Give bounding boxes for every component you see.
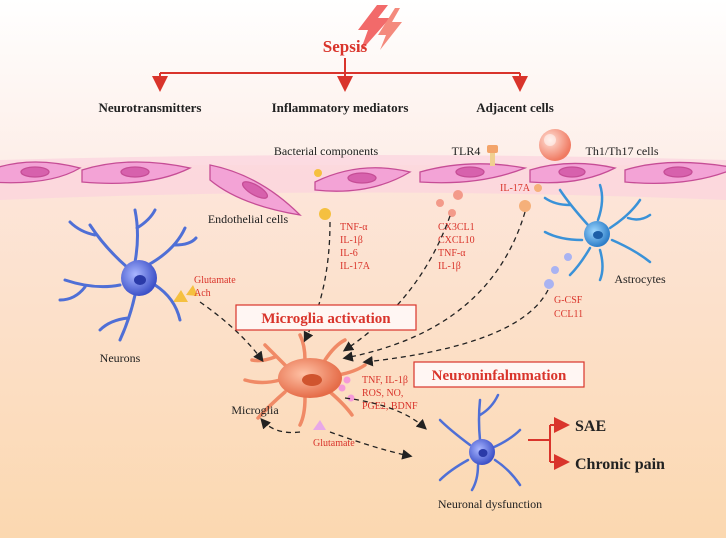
- branch-neurotransmitters: Neurotransmitters: [98, 100, 201, 115]
- label-neurons: Neurons: [100, 351, 141, 365]
- dysfunctional-neuron-icon: [438, 393, 522, 492]
- label-microglia-activation: Microglia activation: [261, 311, 391, 327]
- label-th-cells: Th1/Th17 cells: [586, 144, 659, 158]
- mediators-neuron: Glutamate Ach: [194, 275, 236, 299]
- svg-text:IL-1β: IL-1β: [438, 261, 461, 272]
- svg-text:IL-6: IL-6: [340, 248, 358, 259]
- th-cell-icon: [539, 129, 571, 161]
- mediators-bacterial: TNF-α IL-1β IL-6 IL-17A: [340, 222, 371, 272]
- label-il17a-th: IL-17A: [500, 183, 531, 194]
- mediator-particles: [173, 169, 572, 430]
- label-glutamate-loop: Glutamate: [313, 438, 355, 449]
- svg-text:G-CSF: G-CSF: [554, 295, 583, 306]
- svg-text:PGE2, BDNF: PGE2, BDNF: [362, 401, 418, 412]
- diagram-title: Sepsis: [323, 37, 368, 56]
- neuroinflammation-box: [413, 361, 585, 388]
- mediators-microglia-out: TNF, IL-1β ROS, NO, PGE2, BDNF: [362, 375, 418, 412]
- label-tlr4: TLR4: [452, 144, 481, 158]
- svg-text:TNF-α: TNF-α: [438, 248, 466, 259]
- svg-text:IL-1β: IL-1β: [340, 235, 363, 246]
- label-endothelial-cells: Endothelial cells: [208, 212, 289, 226]
- branch-lines: [152, 58, 528, 92]
- svg-text:CCL11: CCL11: [554, 309, 583, 320]
- microglia-icon: [243, 333, 367, 427]
- svg-text:ROS, NO,: ROS, NO,: [362, 388, 403, 399]
- neuron-icon: [58, 208, 198, 342]
- mediators-endothelial: CX3CL1 CXCL10 TNF-α IL-1β: [438, 222, 475, 272]
- microglia-activation-box: [235, 304, 417, 331]
- svg-text:CXCL10: CXCL10: [438, 235, 475, 246]
- mediators-astrocyte: G-CSF CCL11: [554, 295, 583, 320]
- lightning-icon: [358, 5, 402, 52]
- outcome-arrows: [528, 417, 570, 470]
- label-neuroinflammation: Neuroninfalmmation: [432, 368, 567, 384]
- label-neuronal-dysfunction: Neuronal dysfunction: [438, 497, 542, 511]
- branch-inflammatory-mediators: Inflammatory mediators: [272, 100, 409, 115]
- endothelial-cells: [0, 161, 726, 216]
- outcome-chronic-pain: Chronic pain: [575, 456, 665, 473]
- astrocyte-icon: [543, 183, 652, 282]
- label-bacterial-components: Bacterial components: [274, 144, 379, 158]
- label-microglia: Microglia: [231, 403, 279, 417]
- tlr4-receptor-icon: [487, 145, 498, 166]
- svg-text:IL-17A: IL-17A: [340, 261, 371, 272]
- svg-text:TNF, IL-1β: TNF, IL-1β: [362, 375, 408, 386]
- branch-adjacent-cells: Adjacent cells: [476, 100, 554, 115]
- svg-text:Glutamate: Glutamate: [194, 275, 236, 286]
- outcome-sae: SAE: [575, 418, 606, 435]
- svg-text:Ach: Ach: [194, 288, 211, 299]
- svg-text:CX3CL1: CX3CL1: [438, 222, 475, 233]
- label-astrocytes: Astrocytes: [614, 272, 666, 286]
- svg-text:TNF-α: TNF-α: [340, 222, 368, 233]
